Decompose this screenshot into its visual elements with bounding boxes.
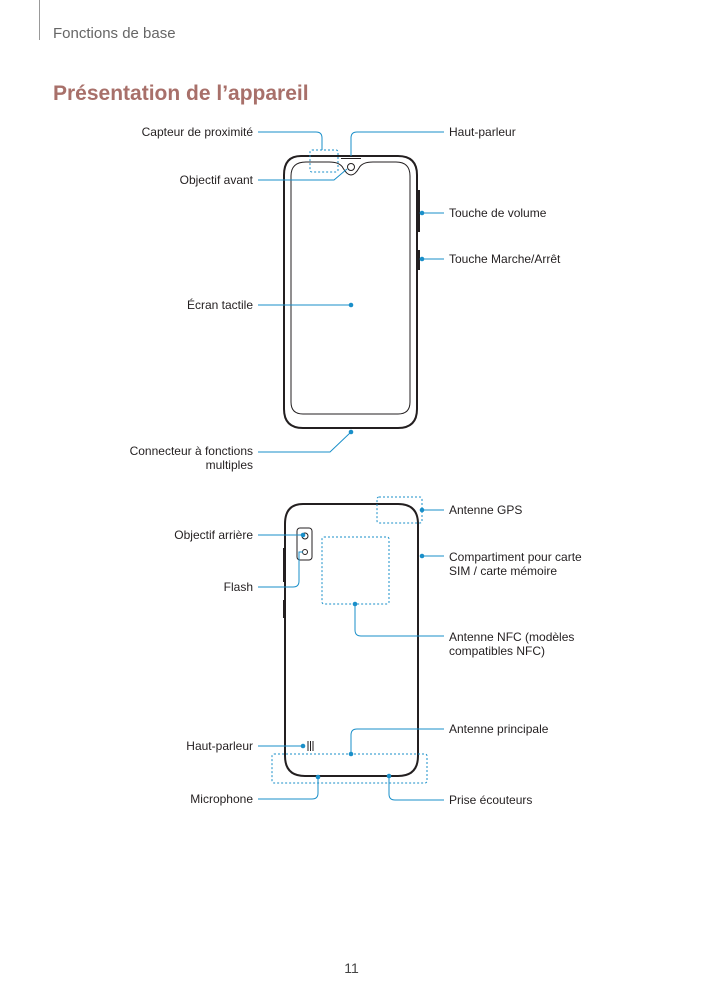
label-multipurpose-jack-line2: multiples [205,458,253,472]
label-nfc-antenna-line2: compatibles NFC) [449,644,546,658]
page-number: 11 [344,960,359,976]
section-header: Fonctions de base [53,25,176,42]
label-nfc-antenna-line1: Antenne NFC (modèles [449,630,575,644]
label-nfc-antenna: Antenne NFC (modèles compatibles NFC) [449,630,574,658]
leader-earphone-jack [388,776,444,801]
leader-front-camera [258,168,348,181]
leader-flash [258,551,303,588]
leader-lines [258,131,444,801]
label-volume-key: Touche de volume [449,206,547,220]
rear-camera-module [296,527,313,561]
label-multipurpose-jack-line1: Connecteur à fonctions [129,444,253,458]
label-main-antenna: Antenne principale [449,722,549,736]
bottom-antenna-area [271,753,428,784]
leader-multipurpose [258,431,352,453]
label-proximity-sensor: Capteur de proximité [141,125,253,139]
gps-antenna-area [376,496,423,524]
leader-microphone [258,777,319,800]
label-sim-tray-line2: SIM / carte mémoire [449,564,558,578]
leader-main-antenna [350,728,444,754]
label-side-key: Touche Marche/Arrêt [449,252,561,266]
phone-front-body [283,155,418,429]
label-microphone: Microphone [190,792,253,806]
leader-nfc [354,604,444,637]
label-earphone-jack: Prise écouteurs [449,793,533,807]
label-earpiece: Haut-parleur [449,125,516,139]
phone-back-body [284,503,419,777]
label-touchscreen: Écran tactile [186,298,253,312]
side-key-back-2 [283,600,285,618]
label-front-camera: Objectif avant [179,173,253,187]
flash-lens [302,549,308,555]
leader-earpiece [350,131,444,156]
nfc-antenna-area [321,536,390,605]
front-camera-lens [347,163,355,171]
label-multipurpose-jack: Connecteur à fonctions multiples [130,444,253,472]
leader-dots [300,210,425,780]
phone-back [283,503,419,777]
label-sim-tray: Compartiment pour carte SIM / carte mémo… [449,550,582,578]
speaker-grille [307,741,314,751]
label-sim-tray-line1: Compartiment pour carte [449,550,582,564]
side-key-shape [417,250,420,270]
volume-key-shape [417,190,420,232]
highlight-regions [271,149,428,784]
label-rear-camera: Objectif arrière [174,528,253,542]
label-flash: Flash [223,580,253,594]
proximity-sensor-area [309,149,339,173]
phone-front [283,155,420,429]
label-speaker: Haut-parleur [186,739,253,753]
leader-proximity [258,131,323,150]
side-key-back-1 [283,548,285,582]
screen-outline [290,161,411,415]
page-title: Présentation de l’appareil [53,82,309,105]
header-rule [39,0,40,40]
label-gps-antenna: Antenne GPS [449,503,523,517]
